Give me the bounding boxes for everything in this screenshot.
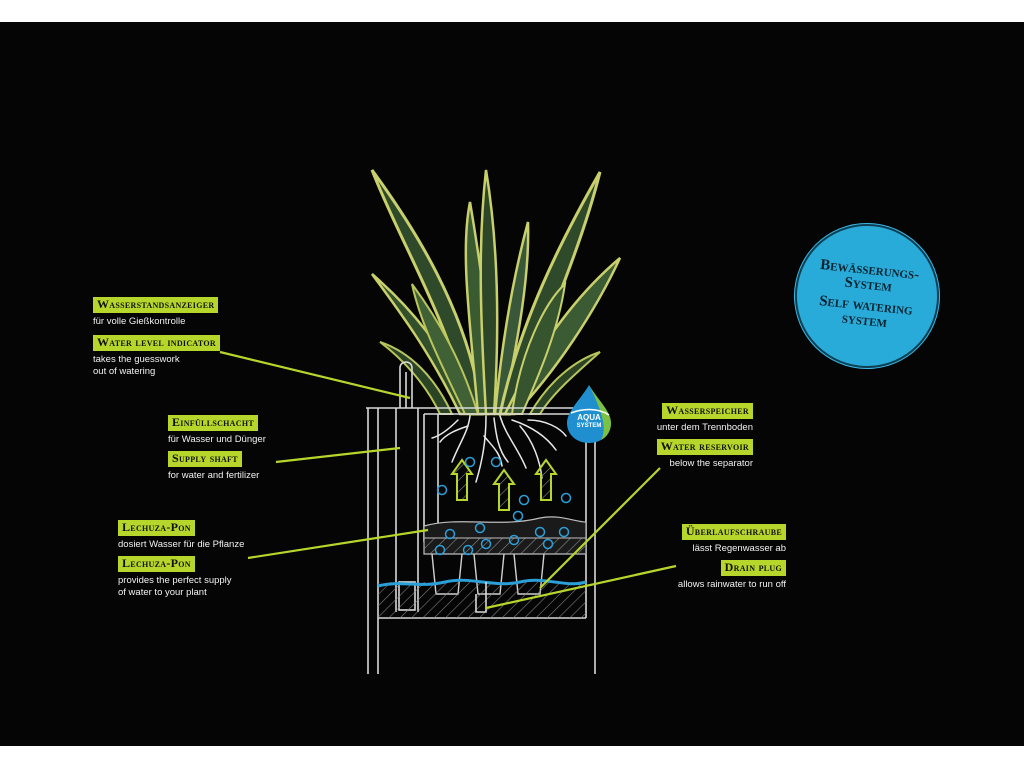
bubble [542, 538, 554, 550]
label-tag: Lechuza-Pon [118, 520, 195, 536]
bubble [490, 456, 502, 468]
plant-leaves [370, 169, 622, 416]
label-desc: for water and fertilizer [168, 470, 260, 481]
separator-layer [423, 516, 587, 595]
diagram-canvas: AQUA SYSTEM Bewässerungs-System Self wat… [0, 22, 1024, 746]
leader-lines [219, 350, 677, 610]
label-reservoir-de: Wasserspeicher unter dem Trennboden [657, 401, 753, 434]
label-reservoir-en: Water reservoir below the separator [656, 437, 753, 470]
label-desc: unter dem Trennboden [656, 422, 753, 433]
badge-title-en: Self watering system [818, 293, 914, 332]
label-tag: Water reservoir [656, 439, 753, 455]
bubble [436, 484, 448, 496]
water-reservoir [377, 578, 587, 618]
label-supply-shaft-de: Einfüllschacht für Wasser und Dünger [168, 413, 266, 446]
label-desc: dosiert Wasser für die Pflanze [118, 539, 245, 550]
label-lechuza-pon-en: Lechuza-Pon provides the perfect supply … [118, 554, 232, 599]
bubble [464, 456, 476, 468]
water-level-indicator [395, 361, 419, 612]
water-bubbles [434, 456, 572, 556]
badge-title-de: Bewässerungs-System [819, 256, 920, 296]
label-water-level-de: Wasserstandsanzeiger für volle Gießkontr… [93, 295, 219, 328]
bubble [534, 526, 546, 538]
label-desc: provides the perfect supply of water to … [118, 575, 232, 598]
label-desc: takes the guesswork out of watering [93, 354, 180, 377]
bubble [560, 492, 572, 504]
aqua-system-text: AQUA SYSTEM [576, 413, 602, 430]
label-desc: für Wasser und Dünger [168, 434, 266, 445]
water-flow-arrows [450, 458, 558, 511]
bubble [480, 538, 492, 550]
bubble [558, 526, 570, 538]
bubble [474, 522, 486, 534]
label-tag: Überlaufschraube [681, 524, 786, 540]
label-drain-en: Drain plug allows rainwater to run off [678, 558, 786, 591]
label-tag: Wasserspeicher [662, 403, 753, 419]
bubble [434, 544, 446, 556]
label-tag: Wasserstandsanzeiger [93, 297, 219, 313]
label-tag: Water level indicator [93, 335, 220, 351]
bubble [512, 510, 524, 522]
label-tag: Drain plug [720, 560, 786, 576]
bubble [462, 544, 474, 556]
label-desc: allows rainwater to run off [677, 579, 786, 590]
planter-illustration [219, 169, 677, 674]
label-desc: für volle Gießkontrolle [93, 316, 186, 327]
label-supply-shaft-en: Supply shaft for water and fertilizer [168, 449, 259, 482]
bubble [444, 528, 456, 540]
label-tag: Supply shaft [168, 451, 242, 467]
bubble [518, 494, 530, 506]
roots [431, 415, 567, 483]
label-drain-de: Überlaufschraube lässt Regenwasser ab [681, 522, 786, 555]
water-drop-icon [567, 385, 611, 443]
label-tag: Lechuza-Pon [118, 556, 195, 572]
aqua-system-logo: AQUA SYSTEM [563, 383, 615, 445]
label-desc: below the separator [669, 458, 753, 469]
label-water-level-en: Water level indicator takes the guesswor… [93, 333, 220, 378]
label-lechuza-pon-de: Lechuza-Pon dosiert Wasser für die Pflan… [118, 518, 244, 551]
label-tag: Einfüllschacht [168, 415, 258, 431]
bubble [508, 534, 520, 546]
label-desc: lässt Regenwasser ab [692, 543, 786, 554]
